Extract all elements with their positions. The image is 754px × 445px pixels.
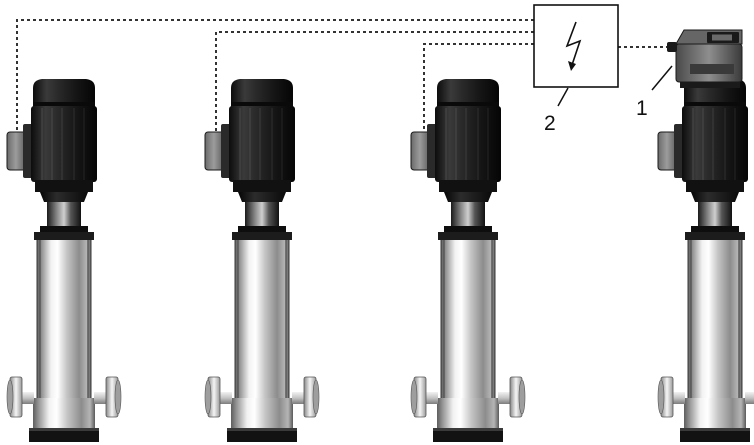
pump-controller (667, 29, 743, 88)
callout-label-1: 1 (636, 97, 648, 120)
pump-4 (657, 78, 754, 443)
callout-label-2: 2 (544, 112, 556, 135)
wire-pump-2 (215, 31, 534, 143)
pump-2 (204, 78, 320, 443)
wire-pump-1 (16, 19, 534, 143)
pump-1 (6, 78, 122, 443)
power-box (533, 4, 619, 88)
callout-leader-1 (651, 65, 673, 91)
callout-leader-2 (557, 87, 569, 107)
pump-3 (410, 78, 526, 443)
lightning-arrow-icon (565, 21, 582, 71)
